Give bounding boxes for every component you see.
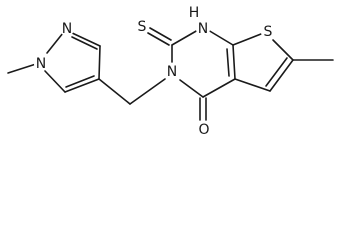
bond-c5-c4a [234, 78, 271, 92]
atom-n-pyrazole-2: N [62, 21, 72, 37]
atom-label-layer: N N H N S S N O [34, 5, 275, 138]
bond-c4-c5 [64, 78, 100, 93]
bond-n2-c3-double [71, 36, 98, 50]
bond-c6-c5 [269, 59, 294, 92]
atom-n-ring-3: N [167, 64, 177, 80]
bond-c7a-c4a-double [226, 48, 230, 77]
bond-c2-s-double-b [149, 27, 172, 41]
bond-c5-n1 [44, 70, 66, 93]
bond-c7a-s [232, 33, 262, 46]
bond-ch2-n3 [129, 78, 166, 105]
bond-c4-c5-double [65, 75, 95, 88]
bond-c2-s-double-a [147, 32, 170, 46]
bond-s-c6 [272, 39, 294, 61]
molecule-structure-diagram: N N H N S S N O [7, 5, 334, 138]
bond-methyl-n1 [7, 63, 37, 74]
atom-n-pyrazole-1: N [36, 56, 46, 72]
bond-n1-n2 [46, 32, 64, 54]
bond-n1h-c7a [207, 29, 234, 46]
bond-c3-c4 [98, 45, 101, 80]
bond-layer [7, 27, 334, 121]
bond-n2-c3 [69, 31, 101, 47]
atom-o-carbonyl: O [198, 122, 209, 138]
bond-c7a-c4a [232, 44, 236, 80]
bond-c2-n1h [171, 29, 199, 46]
bond-c4a-c4 [202, 78, 236, 98]
atom-s-thiophene: S [264, 24, 273, 40]
bond-c6-c5-double [265, 57, 288, 87]
atom-n-ring-1: N [198, 21, 208, 37]
atom-h-ring: H [189, 5, 200, 21]
atom-s-thioxo: S [138, 19, 147, 35]
bond-c4-ch2 [98, 78, 131, 105]
bond-c4-n3 [179, 79, 204, 98]
